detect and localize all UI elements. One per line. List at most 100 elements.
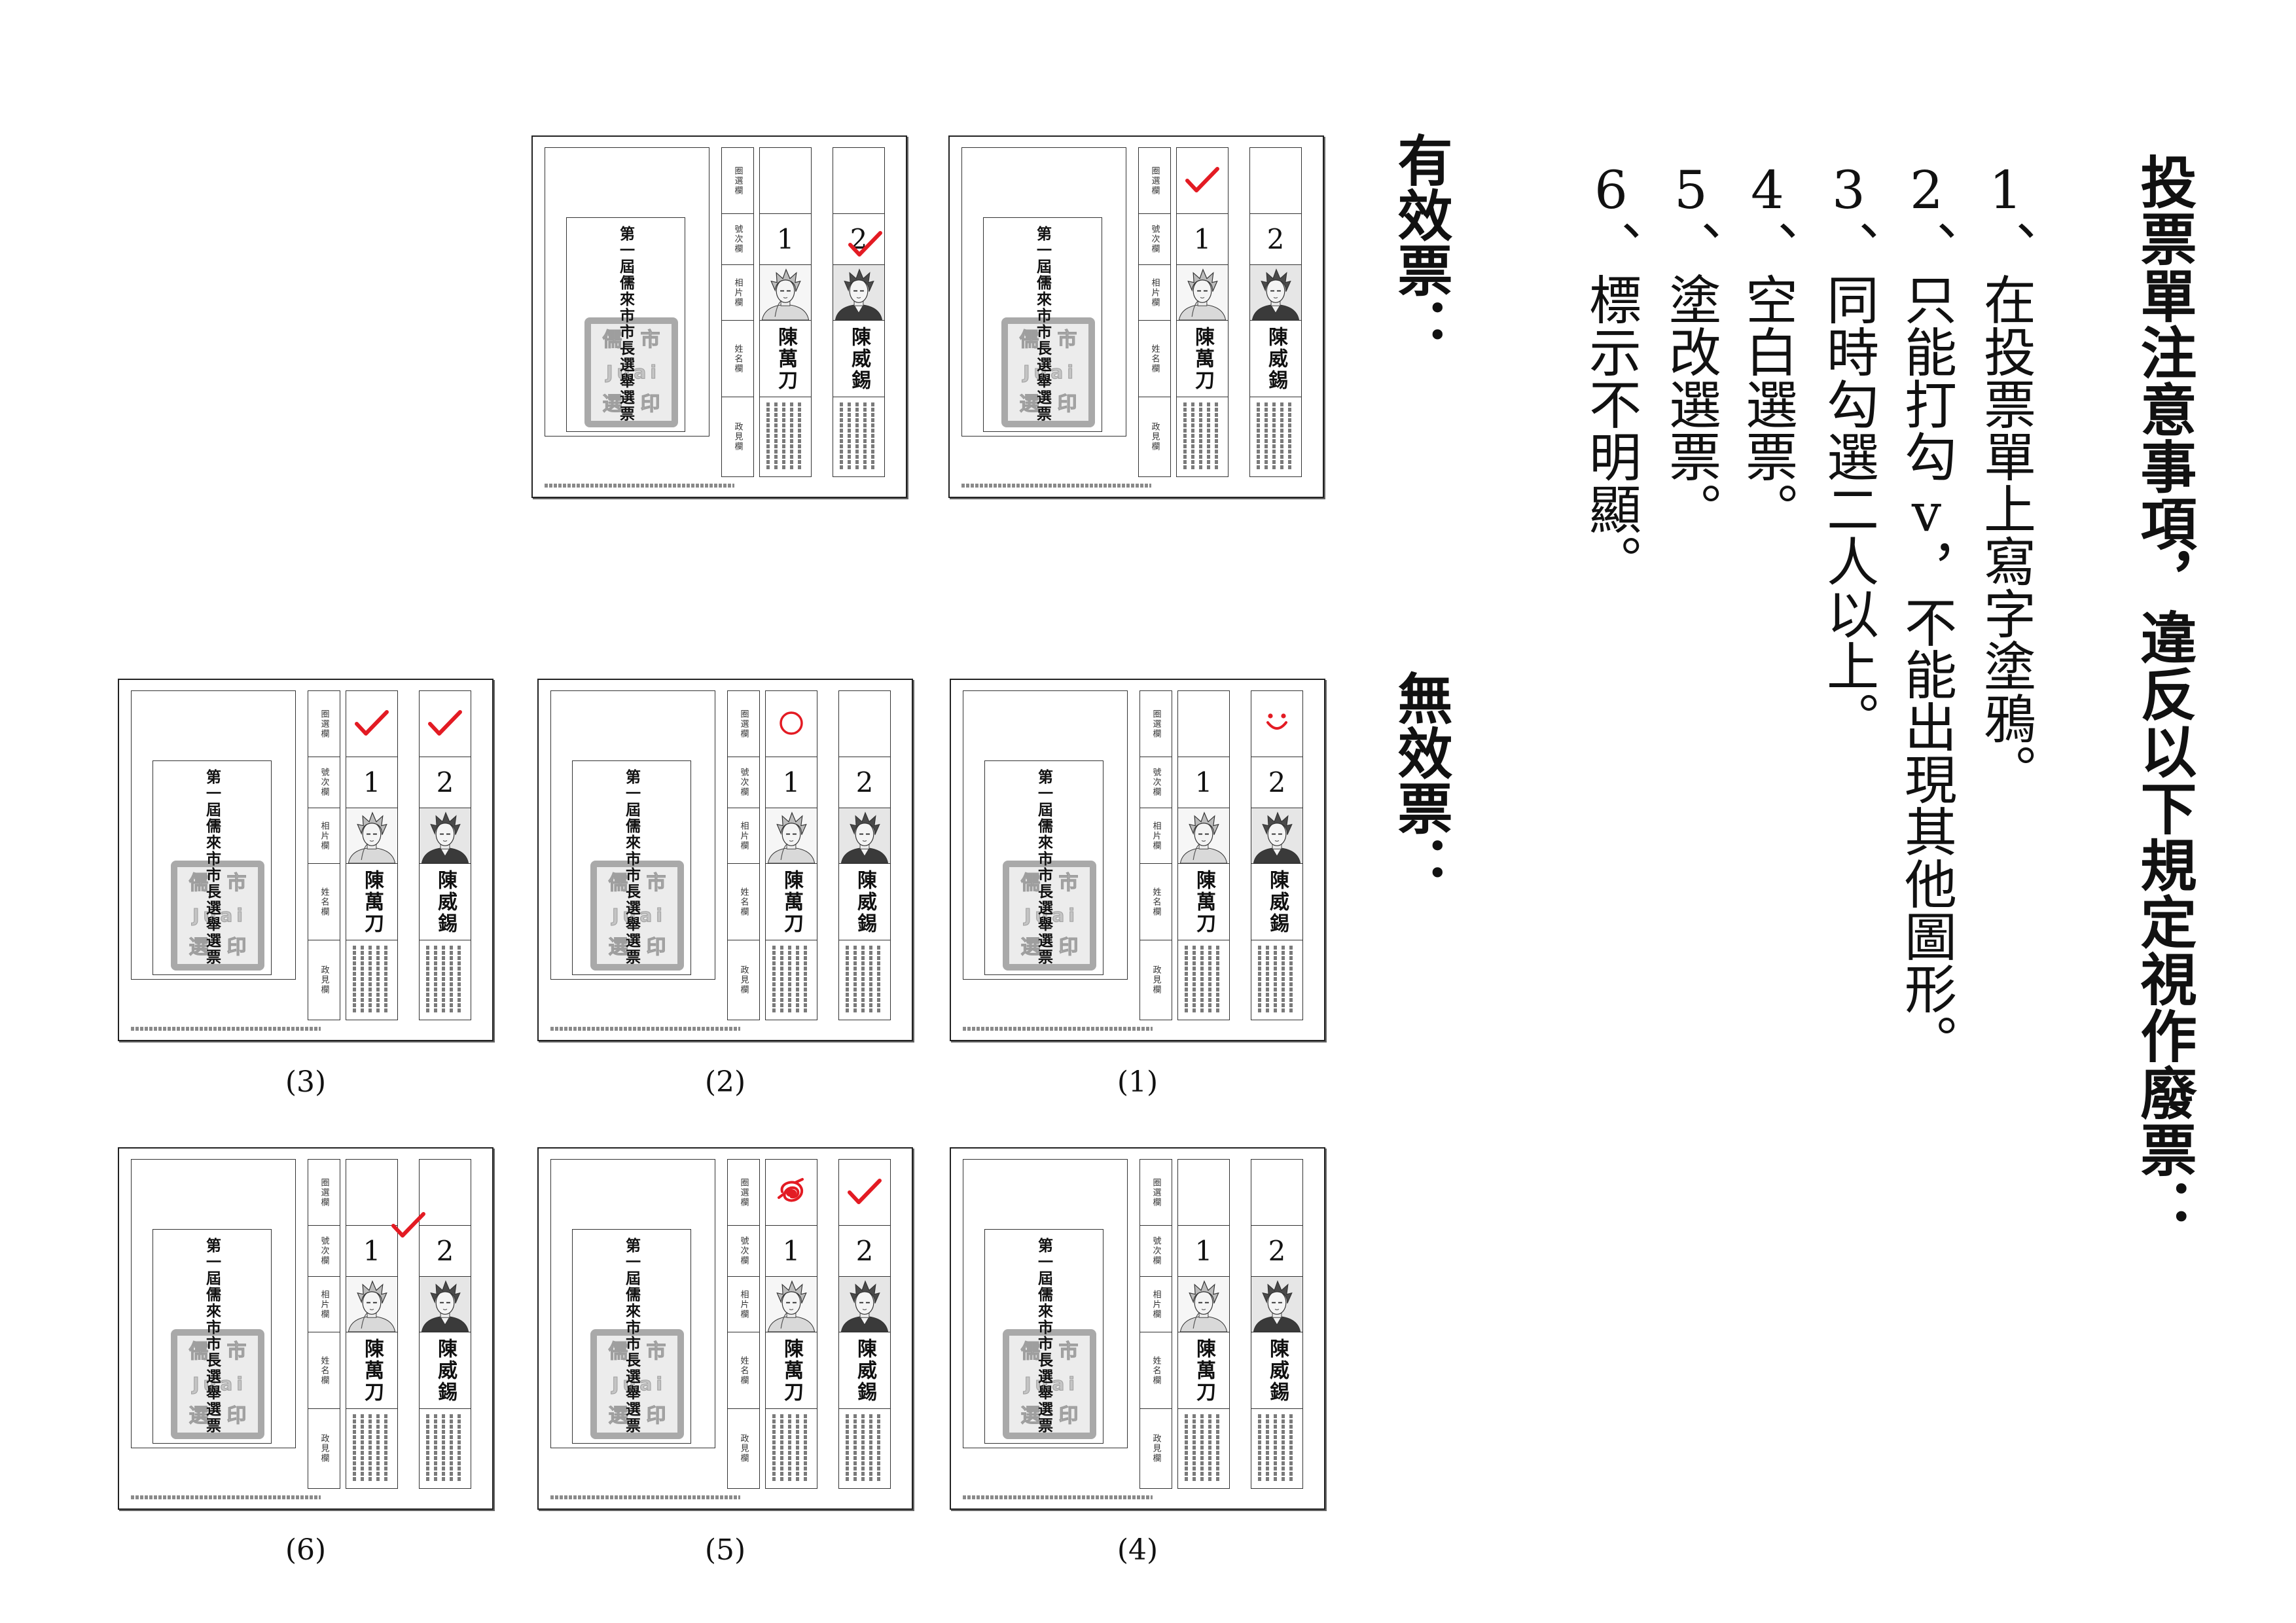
- candidate-number: 2: [1266, 223, 1285, 255]
- platform-cell: [1251, 940, 1302, 1019]
- row-label-text: 圈選欄: [1151, 709, 1161, 739]
- row-label-text: 相片欄: [1151, 821, 1161, 851]
- row-label-name: 姓名欄: [1140, 1332, 1172, 1408]
- name-cell: 陳萬刀: [1177, 320, 1228, 397]
- number-cell: 2: [1251, 1225, 1302, 1276]
- row-label-text: 相片欄: [732, 277, 743, 308]
- row-label-text: 號次欄: [738, 768, 749, 797]
- ballot-caption: (2): [704, 1065, 746, 1099]
- number-cell: 1: [1178, 1225, 1229, 1276]
- candidate-name: 陳萬刀: [780, 1338, 803, 1403]
- candidate-photo: [839, 1277, 890, 1332]
- photo-cell: [1251, 808, 1302, 863]
- number-cell: 2: [839, 757, 890, 808]
- valid-ballots-heading: 有效票：: [1389, 132, 1454, 352]
- row-label-photo: 相片欄: [308, 1276, 340, 1332]
- candidate-name: 陳萬刀: [774, 326, 797, 391]
- stamp-text: 儒市: [188, 1340, 265, 1363]
- candidate-photo: [760, 265, 811, 320]
- row-label-text: 政見欄: [1151, 965, 1161, 995]
- row-label-select: 圈選欄: [308, 1160, 340, 1225]
- row-label-platform: 政見欄: [728, 940, 759, 1019]
- ballot-caption: (4): [1117, 1533, 1158, 1567]
- stamp-text: 儒市: [608, 1340, 685, 1363]
- row-label-name: 姓名欄: [728, 1332, 759, 1408]
- ballot-title: 第一屆儒來市市長選舉選票: [1033, 226, 1052, 422]
- row-label-select: 圈選欄: [1140, 1160, 1172, 1225]
- platform-cell: [766, 940, 817, 1019]
- selection-cell: [1178, 1160, 1229, 1225]
- candidate-photo: [839, 808, 890, 863]
- stamp-text: Juai: [1023, 361, 1077, 383]
- row-label-text: 相片欄: [738, 821, 749, 851]
- stamp-text: Juai: [192, 904, 247, 926]
- stamp-text: Juai: [1024, 1373, 1079, 1395]
- row-label-text: 號次欄: [1151, 768, 1161, 797]
- ballot-caption: (3): [285, 1065, 327, 1099]
- candidate-number: 2: [1268, 766, 1286, 798]
- row-label-column: 圈選欄號次欄相片欄姓名欄政見欄: [1138, 147, 1171, 477]
- name-cell: 陳萬刀: [346, 863, 397, 940]
- stamp-text: 儒市: [1020, 1340, 1097, 1363]
- check-mark-icon: [355, 710, 389, 736]
- photo-cell: [346, 808, 397, 863]
- row-label-text: 號次欄: [1151, 1236, 1161, 1266]
- row-label-select: 圈選欄: [722, 148, 753, 213]
- candidate-photo: [1178, 808, 1229, 863]
- platform-text-block: [1185, 946, 1223, 1014]
- platform-text-block: [353, 1414, 391, 1482]
- candidate-name: 陳萬刀: [1193, 1338, 1215, 1403]
- ballot-footnote: [550, 1495, 740, 1499]
- row-label-text: 姓名欄: [738, 887, 749, 917]
- row-label-text: 政見欄: [738, 1433, 749, 1463]
- platform-text-block: [772, 946, 810, 1014]
- platform-text-block: [846, 1414, 884, 1482]
- platform-text-block: [1183, 402, 1221, 471]
- selection-cell: [833, 148, 884, 213]
- row-label-text: 圈選欄: [738, 709, 749, 739]
- ballot-title: 第一屆儒來市市長選舉選票: [1035, 769, 1053, 965]
- platform-text-block: [1257, 402, 1295, 471]
- row-label-text: 號次欄: [738, 1236, 749, 1266]
- candidate-photo: [420, 808, 471, 863]
- stamp-text: Juai: [612, 1373, 666, 1395]
- row-label-platform: 政見欄: [308, 940, 340, 1019]
- row-label-text: 政見欄: [319, 965, 329, 995]
- photo-cell: [760, 264, 811, 320]
- stamp-text: 選印: [602, 393, 679, 416]
- row-label-photo: 相片欄: [308, 808, 340, 863]
- row-label-number: 號次欄: [728, 757, 759, 808]
- selection-cell: [1251, 1160, 1302, 1225]
- candidate-number: 1: [1194, 766, 1213, 798]
- photo-cell: [766, 1276, 817, 1332]
- row-label-platform: 政見欄: [308, 1408, 340, 1488]
- photo-cell: [833, 264, 884, 320]
- row-label-number: 號次欄: [1140, 757, 1172, 808]
- candidate-photo: [1251, 808, 1302, 863]
- ballot-title: 第一屆儒來市市長選舉選票: [1035, 1238, 1053, 1434]
- row-label-text: 圈選欄: [1149, 166, 1160, 196]
- row-label-column: 圈選欄號次欄相片欄姓名欄政見欄: [308, 1159, 340, 1489]
- row-label-number: 號次欄: [308, 757, 340, 808]
- row-label-photo: 相片欄: [722, 264, 753, 320]
- stamp-text: 儒市: [608, 872, 685, 895]
- candidate-number: 1: [776, 223, 795, 255]
- row-label-platform: 政見欄: [728, 1408, 759, 1488]
- row-label-text: 圈選欄: [1151, 1177, 1161, 1207]
- row-label-select: 圈選欄: [728, 691, 759, 757]
- rule-item-5: 5、塗改選票。: [1660, 160, 1721, 535]
